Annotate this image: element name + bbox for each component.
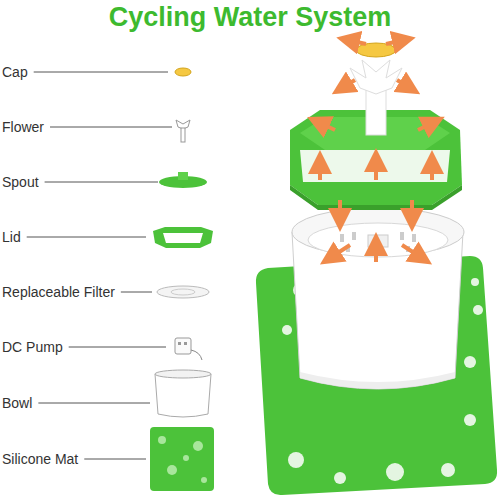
leader-line — [121, 292, 152, 293]
part-label: Cap — [2, 64, 28, 80]
leader-line — [84, 459, 146, 460]
part-label: Flower — [2, 119, 44, 135]
leader-line — [69, 347, 166, 348]
part-label: Lid — [2, 229, 21, 245]
leader-line — [45, 182, 158, 183]
part-label: Silicone Mat — [2, 451, 78, 467]
title: Cycling Water System — [109, 2, 392, 33]
leader-line — [38, 403, 150, 404]
fountain-assembly — [256, 40, 497, 495]
leader-line — [34, 72, 168, 73]
part-icons — [150, 68, 214, 491]
part-label: Replaceable Filter — [2, 284, 115, 300]
leader-line — [50, 127, 172, 128]
leader-lines — [27, 72, 172, 459]
leader-line — [27, 237, 146, 238]
part-label: Bowl — [2, 395, 32, 411]
part-label: DC Pump — [2, 339, 63, 355]
part-label: Spout — [2, 174, 39, 190]
